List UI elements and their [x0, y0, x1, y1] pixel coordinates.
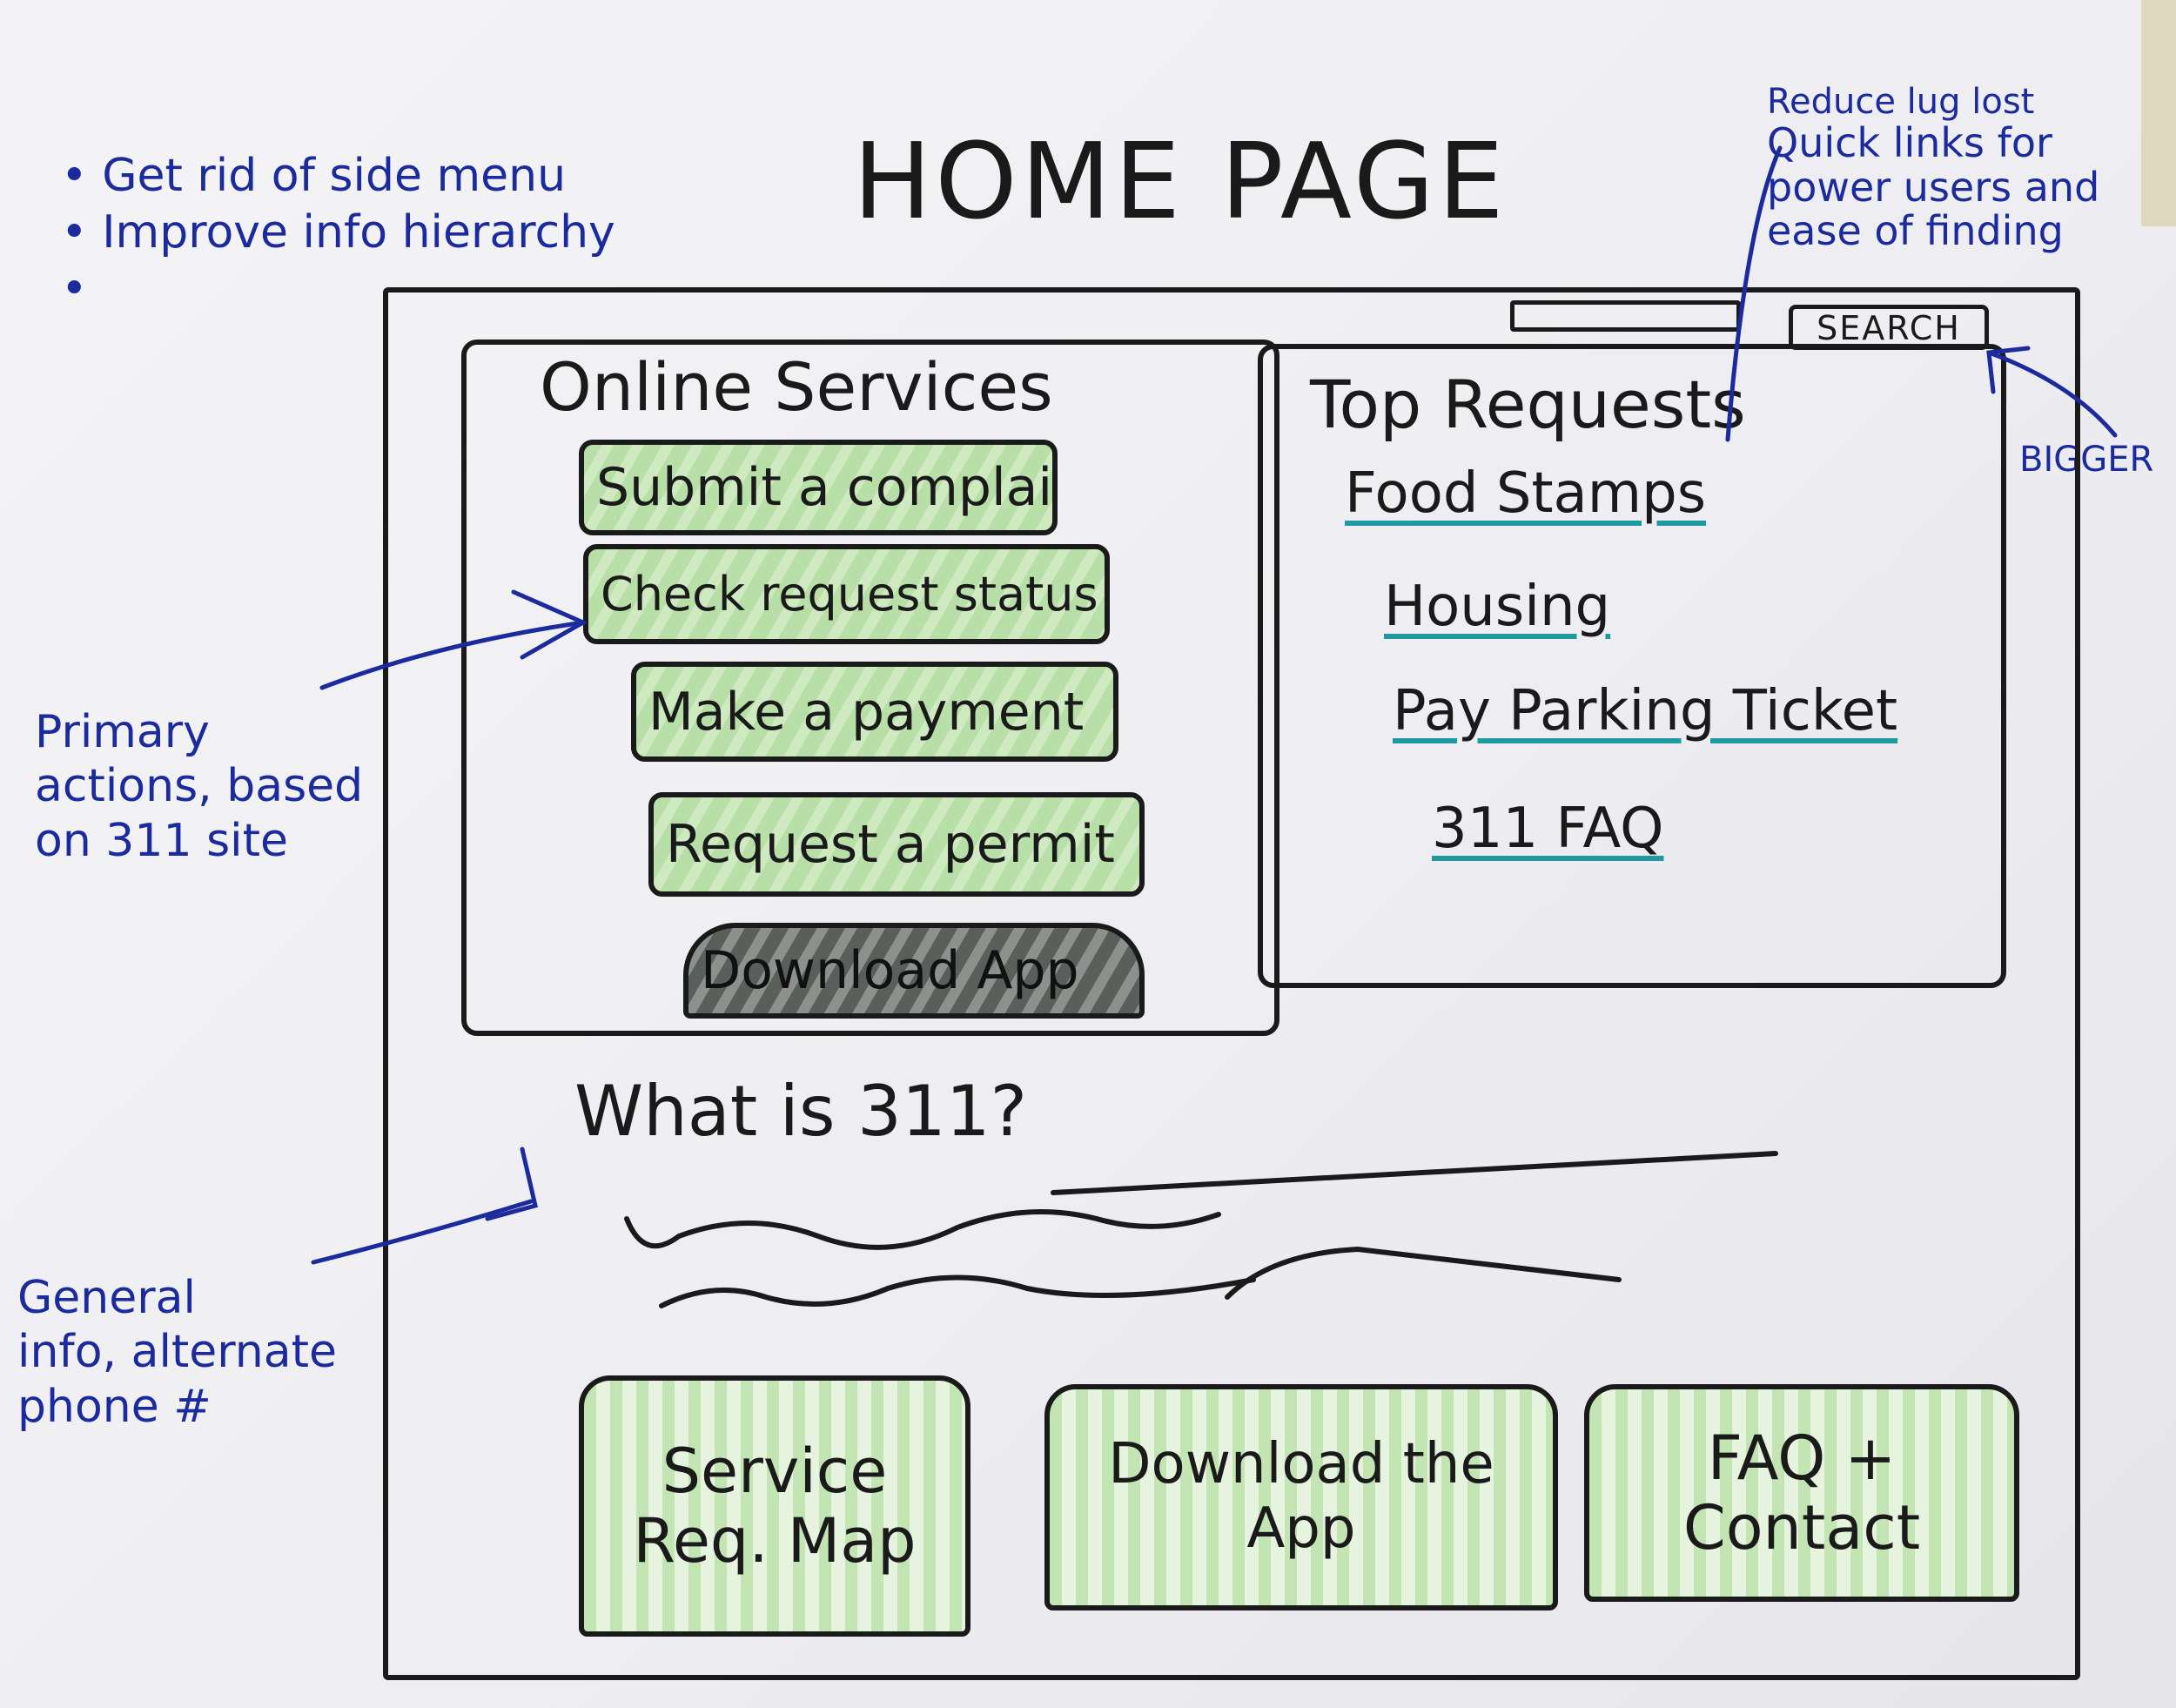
quick-links-note-line: Reduce lug lost — [1767, 82, 2035, 122]
text-squiggle — [659, 1274, 1256, 1308]
page-title: HOME PAGE — [853, 122, 1508, 243]
faq-311-link[interactable]: 311 FAQ — [1432, 797, 1664, 861]
download-app-tile-line: Download the — [1108, 1432, 1494, 1497]
quick-links-note-line: power users and — [1767, 163, 2100, 211]
primary-actions-note-line: on 311 site — [35, 814, 289, 867]
arrow-head — [511, 589, 588, 660]
general-info-note-line: info, alternate — [17, 1326, 337, 1379]
about-heading: What is 311? — [574, 1071, 1028, 1152]
housing-link[interactable]: Housing — [1384, 575, 1611, 639]
service-map-tile-line: Req. Map — [633, 1505, 917, 1577]
arrow-quick-links — [1725, 145, 1783, 442]
arrow-primary-actions — [319, 620, 586, 690]
primary-actions-note: Primary actions, based on 311 site — [35, 705, 363, 868]
top-requests-heading: Top Requests — [1310, 366, 1746, 443]
arrow-head — [485, 1147, 538, 1221]
goals-notes: • Get rid of side menu • Improve info hi… — [61, 148, 615, 318]
goal-note-2: • Improve info hierarchy — [61, 206, 615, 259]
bigger-note: BIGGER — [2019, 440, 2154, 480]
online-services-panel — [461, 340, 1279, 1036]
primary-actions-note-line: Primary — [35, 706, 210, 758]
general-info-note-line: General — [17, 1272, 196, 1324]
faq-contact-tile-line: FAQ + — [1707, 1422, 1897, 1494]
paper-edge — [2141, 0, 2176, 226]
general-info-note: General info, alternate phone # — [17, 1271, 337, 1434]
pay-parking-ticket-link[interactable]: Pay Parking Ticket — [1393, 679, 1898, 743]
text-squiggle — [624, 1209, 1221, 1250]
faq-contact-tile[interactable]: FAQ +Contact — [1584, 1384, 2019, 1602]
arrow-general-info — [311, 1199, 534, 1265]
goal-note-3: • — [61, 263, 88, 315]
quick-links-note-line: ease of finding — [1767, 207, 2064, 255]
make-payment-button[interactable]: Make a payment — [631, 662, 1118, 762]
check-status-button[interactable]: Check request status — [583, 544, 1110, 644]
food-stamps-link[interactable]: Food Stamps — [1345, 461, 1707, 526]
text-line — [1225, 1246, 1622, 1300]
goal-note-1: • Get rid of side menu — [61, 150, 567, 202]
general-info-note-line: phone # — [17, 1380, 212, 1433]
submit-complaint-button[interactable]: Submit a complaint — [579, 440, 1058, 535]
arrow-head — [1986, 346, 2031, 394]
download-app-tile-line: App — [1246, 1496, 1356, 1561]
search-input[interactable] — [1510, 300, 1741, 332]
download-app-button[interactable]: Download App — [683, 923, 1145, 1019]
quick-links-note-line: Quick links for — [1767, 119, 2052, 166]
primary-actions-note-line: actions, based — [35, 760, 364, 813]
text-line — [1051, 1151, 1778, 1195]
wireframe-frame — [383, 287, 2080, 1680]
top-requests-panel — [1258, 344, 2006, 988]
service-map-tile-line: Service — [662, 1435, 888, 1507]
faq-contact-tile-line: Contact — [1682, 1492, 1921, 1563]
arrow-bigger — [1986, 350, 2118, 438]
online-services-heading: Online Services — [540, 348, 1053, 426]
request-permit-button[interactable]: Request a permit — [648, 792, 1145, 897]
quick-links-note: Reduce lug lost Quick links for power us… — [1767, 83, 2099, 253]
